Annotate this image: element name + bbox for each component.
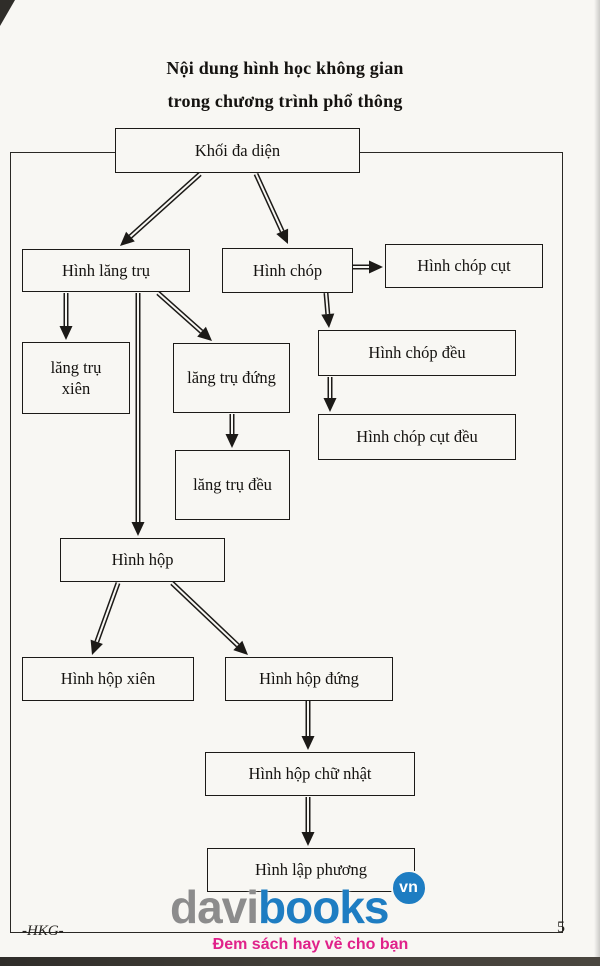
node-lang-tru-dung: lăng trụ đứng — [173, 343, 290, 413]
node-lang-tru-deu: lăng trụ đều — [175, 450, 290, 520]
watermark-logo-blue: books — [258, 881, 389, 933]
node-hinh-chop-deu: Hình chóp đều — [318, 330, 516, 376]
page-title-line2: trong chương trình phổ thông — [167, 91, 403, 111]
node-hinh-lang-tru: Hình lăng trụ — [22, 249, 190, 292]
watermark-logo-gray: davi — [170, 881, 259, 933]
node-hinh-chop-cut: Hình chóp cụt — [385, 244, 543, 288]
scan-artifact-right-edge — [594, 0, 600, 966]
page-title-line1: Nội dung hình học không gian — [166, 58, 404, 78]
node-hinh-hop: Hình hộp — [60, 538, 225, 582]
node-hinh-lap-phuong: Hình lập phương — [207, 848, 415, 892]
watermark-tagline: Đem sách hay về cho bạn — [212, 936, 409, 953]
node-hinh-chop-cut-deu: Hình chóp cụt đều — [318, 414, 516, 460]
page-number: 5 — [557, 919, 565, 936]
node-lang-tru-xien: lăng trụ xiên — [22, 342, 130, 414]
node-hinh-hop-chu-nhat: Hình hộp chữ nhật — [205, 752, 415, 796]
node-hinh-hop-dung: Hình hộp đứng — [225, 657, 393, 701]
node-khoi-da-dien: Khối đa diện — [115, 128, 360, 173]
scan-artifact-bottom-strip — [0, 957, 600, 966]
scan-artifact-corner-icon — [0, 0, 15, 26]
footer-hkg-label: -HKG- — [22, 923, 64, 939]
node-hinh-hop-xien: Hình hộp xiên — [22, 657, 194, 701]
node-hinh-chop: Hình chóp — [222, 248, 353, 293]
page-title: Nội dung hình học không gian trong chươn… — [0, 52, 585, 118]
watermark-vn-badge-icon: vn — [390, 870, 427, 906]
